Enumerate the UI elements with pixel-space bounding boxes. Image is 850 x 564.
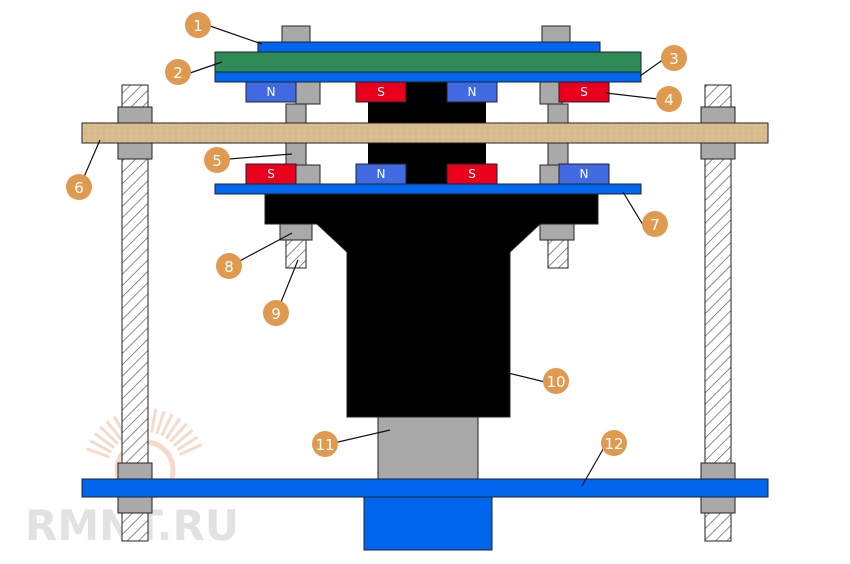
top-magnet-label: N: [267, 85, 276, 99]
callout-number: 2: [173, 64, 183, 82]
top-blue-plate: [257, 41, 601, 53]
callout-12: 12: [601, 430, 627, 456]
callout-2: 2: [165, 59, 191, 85]
callout-1: 1: [185, 12, 211, 38]
callout-number: 7: [650, 216, 660, 234]
callout-9: 9: [263, 300, 289, 326]
top-magnet-2: S: [355, 81, 407, 103]
bottom-magnet-2: N: [355, 163, 407, 185]
base-block: [363, 496, 493, 551]
callout-number: 6: [74, 179, 84, 197]
callout-number: 5: [212, 152, 222, 170]
bottom-magnet-label: S: [468, 167, 476, 181]
callout-4: 4: [656, 86, 682, 112]
lower-blue-disk: [214, 183, 642, 195]
bolts: [117, 25, 736, 514]
callout-8: 8: [216, 253, 242, 279]
callout-10: 10: [543, 368, 569, 394]
top-magnet-1: N: [245, 81, 297, 103]
callout-number: 11: [315, 436, 334, 454]
bottom-magnet-4: N: [558, 163, 610, 185]
bottom-blue-plate: [81, 478, 769, 498]
callout-6: 6: [66, 174, 92, 200]
callout-number: 4: [664, 91, 674, 109]
stud-right-lower: [547, 239, 569, 269]
bottom-magnet-label: N: [377, 167, 386, 181]
top-magnet-label: N: [468, 85, 477, 99]
top-magnet-4: S: [558, 81, 610, 103]
callout-5: 5: [204, 147, 230, 173]
bottom-magnet-1: S: [245, 163, 297, 185]
green-plate: [214, 51, 642, 73]
callout-number: 10: [546, 373, 565, 391]
bottom-magnet-label: S: [267, 167, 275, 181]
wood-plate: [81, 122, 769, 144]
bottom-magnet-label: N: [580, 167, 589, 181]
top-magnet-label: S: [377, 85, 385, 99]
callout-7: 7: [642, 211, 668, 237]
callout-number: 12: [604, 435, 623, 453]
top-magnet-label: S: [580, 85, 588, 99]
top-magnet-3: N: [446, 81, 498, 103]
bottom-magnet-3: S: [446, 163, 498, 185]
callout-number: 3: [669, 50, 679, 68]
callout-number: 9: [271, 305, 281, 323]
callout-3: 3: [661, 45, 687, 71]
callout-number: 8: [224, 258, 234, 276]
upper-blue-disk: [214, 71, 642, 83]
callout-11: 11: [312, 431, 338, 457]
shaft: [377, 414, 479, 482]
callout-number: 1: [193, 17, 203, 35]
